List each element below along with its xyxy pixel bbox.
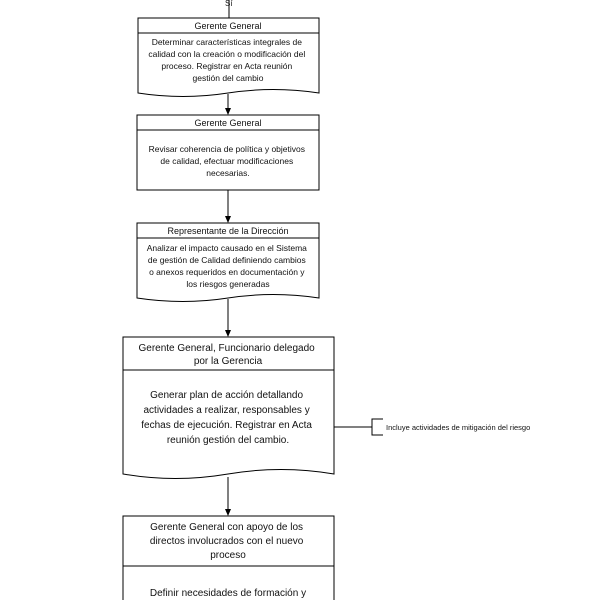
step-5-role-box — [122, 515, 335, 567]
step-2-box — [136, 129, 320, 191]
step-4: Gerente General, Funcionario delegado po… — [122, 336, 335, 479]
step-3: Representante de la Dirección Analizar e… — [136, 222, 320, 302]
step-4-role: Gerente General, Funcionario delegado po… — [138, 343, 317, 367]
step-2-role: Gerente General — [194, 118, 261, 128]
step-3-text: Analizar el impacto causado en el Sistem… — [147, 243, 310, 289]
step-4-text: Generar plan de acción detallando activi… — [141, 390, 314, 446]
arrow-1-2-head — [225, 108, 231, 115]
annotation-text: Incluye actividades de mitigación del ri… — [386, 423, 530, 432]
arrow-3-4-head — [225, 330, 231, 337]
step-1-role: Gerente General — [194, 21, 261, 31]
step-3-role: Representante de la Dirección — [167, 226, 288, 236]
arrow-4-5-head — [225, 509, 231, 516]
step-5-box — [122, 565, 335, 600]
step-4-document-shape — [122, 369, 335, 479]
step-5-text: Definir necesidades de formación y — [150, 588, 306, 599]
step-1-document-shape — [137, 32, 320, 97]
connector-label-si: Sí — [225, 0, 233, 8]
step-2: Gerente General Revisar coherencia de po… — [136, 114, 320, 191]
step-1-text: Determinar características integrales de… — [148, 37, 307, 83]
step-2-text: Revisar coherencia de política y objetiv… — [149, 144, 308, 178]
step-3-document-shape — [136, 237, 320, 302]
step-5: Gerente General con apoyo de los directo… — [122, 515, 335, 600]
step-1: Gerente General Determinar característic… — [137, 17, 320, 97]
annotation-bracket — [371, 418, 383, 436]
step-5-role: Gerente General con apoyo de los directo… — [150, 522, 306, 561]
arrow-2-3-head — [225, 216, 231, 223]
